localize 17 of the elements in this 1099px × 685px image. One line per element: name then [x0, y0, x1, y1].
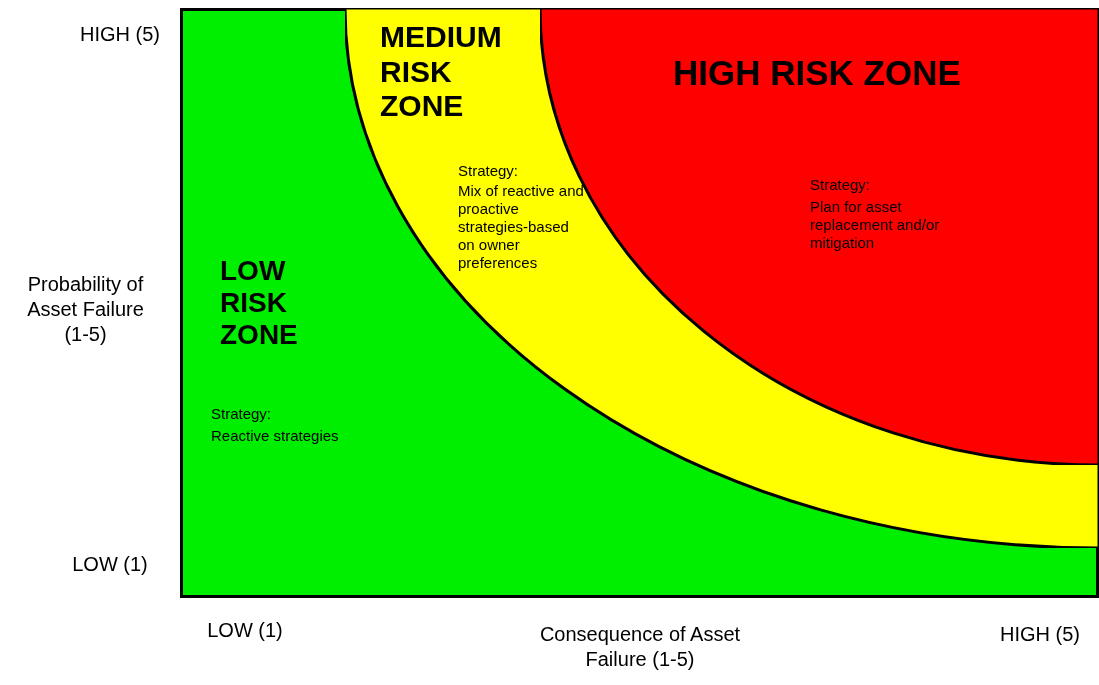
strategy-heading: Strategy: — [211, 405, 272, 423]
axis-title: Consequence of Asset Failure (1-5) — [538, 622, 742, 672]
zone-title: HIGH RISK ZONE — [673, 53, 962, 94]
strategy-heading: Strategy: — [458, 162, 519, 180]
axis-title: Probability of Asset Failure (1-5) — [26, 272, 145, 347]
strategy-heading: Strategy: — [810, 176, 871, 194]
strategy-text: Plan for asset replacement and/or mitigation — [810, 198, 941, 252]
risk-zone — [345, 8, 1099, 548]
axis-tick-label: LOW (1) — [71, 552, 149, 577]
axis-tick-label: LOW (1) — [206, 618, 284, 643]
strategy-text: Mix of reactive and proactive strategies-based on owner preferences — [458, 182, 585, 272]
strategy-text: Reactive strategies — [211, 427, 340, 445]
zone-title: MEDIUM RISK ZONE — [380, 20, 503, 124]
axis-tick-label: HIGH (5) — [79, 22, 161, 47]
risk-zone — [180, 8, 1099, 598]
axis-tick-label: HIGH (5) — [999, 622, 1081, 647]
zone-title: LOW RISK ZONE — [220, 255, 299, 352]
